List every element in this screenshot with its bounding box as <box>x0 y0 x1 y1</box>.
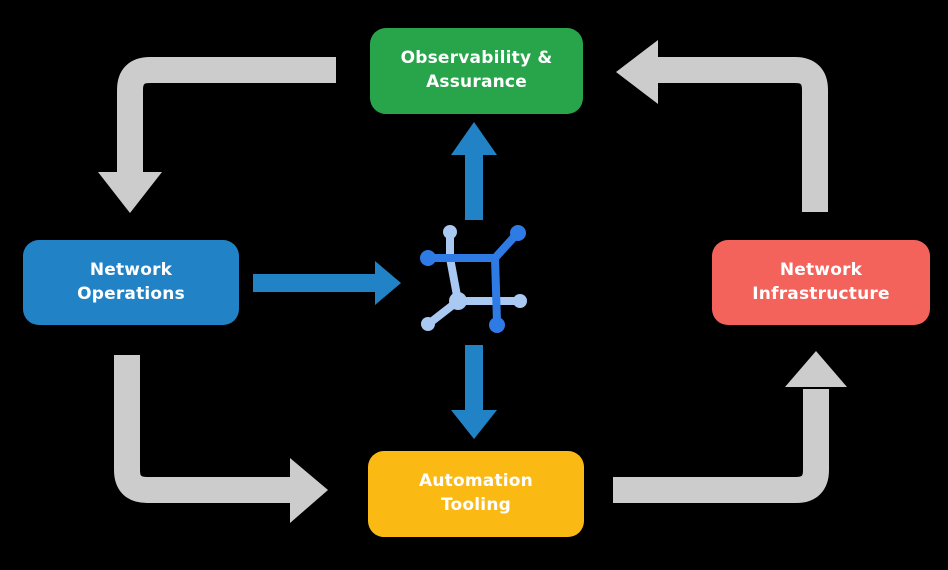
node-network-infrastructure: Network Infrastructure <box>712 240 930 325</box>
node-operations-label: Network Operations <box>77 259 185 304</box>
node-automation-label: Automation Tooling <box>419 471 533 515</box>
arrow-hub-to-automation <box>451 345 497 439</box>
arrow-infrastructure-to-observability <box>616 40 828 212</box>
arrow-operations-to-hub <box>253 261 401 305</box>
node-infrastructure-label: Network Infrastructure <box>752 259 890 304</box>
arrow-operations-to-automation <box>114 355 328 523</box>
arrow-automation-to-infrastructure <box>613 351 847 503</box>
node-automation-tooling: Automation Tooling <box>368 451 584 537</box>
node-network-operations: Network Operations <box>23 240 239 325</box>
arrow-hub-to-observability <box>451 122 497 220</box>
network-mesh-icon <box>420 225 527 333</box>
arrow-observability-to-operations <box>98 57 336 213</box>
node-observability-label: Observability & Assurance <box>400 48 553 92</box>
node-observability-assurance: Observability & Assurance <box>370 28 583 114</box>
